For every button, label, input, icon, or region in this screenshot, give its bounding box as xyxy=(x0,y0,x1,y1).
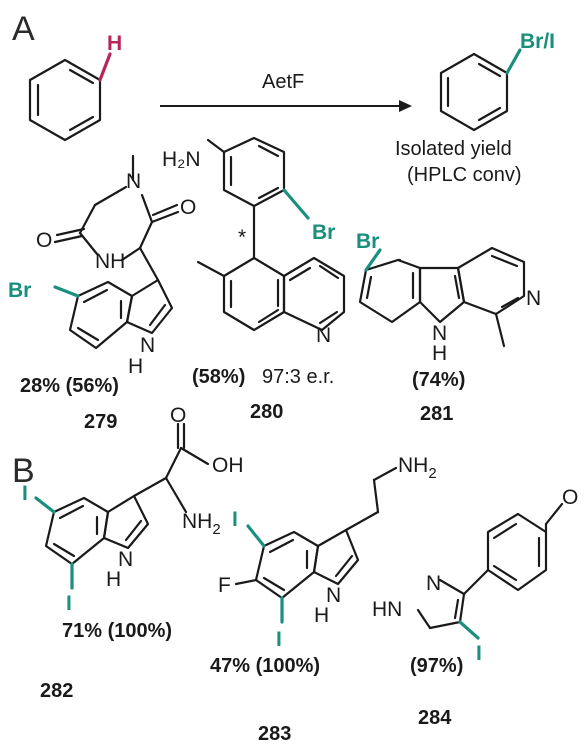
compound-281-structure xyxy=(358,246,526,348)
c283-id: 283 xyxy=(258,723,291,745)
reactant-hydrogen: H xyxy=(107,32,122,55)
c279-yield: 28% (56%) xyxy=(20,375,119,397)
compound-282-structure xyxy=(34,422,210,590)
product-benzene xyxy=(439,48,522,132)
c280-stereo-mark: * xyxy=(238,226,246,249)
panel-label-b: B xyxy=(12,452,35,490)
c284-pyrazole-n: N xyxy=(426,572,441,595)
c283-amine: NH2 xyxy=(398,454,437,482)
yield-note-line2: (HPLC conv) xyxy=(407,164,521,186)
c279-n-methyl: N xyxy=(126,170,141,193)
c284-id: 284 xyxy=(418,707,452,729)
c279-oxygen-left: O xyxy=(36,229,52,252)
product-halogen: Br/I xyxy=(520,30,555,53)
c282-indole-n: N xyxy=(118,548,133,571)
c282-oxygen: O xyxy=(170,404,186,427)
c283-iodine-top: I xyxy=(232,508,238,531)
c279-indole-h: H xyxy=(128,355,143,378)
c281-yield: (74%) xyxy=(412,369,465,391)
c280-yield: (58%) xyxy=(192,366,245,388)
c280-bromine: Br xyxy=(312,221,335,244)
c284-methoxy-o: O xyxy=(562,486,578,509)
c281-ring-n: N xyxy=(526,287,541,310)
c283-yield: 47% (100%) xyxy=(210,655,320,677)
c280-er: 97:3 e.r. xyxy=(262,366,334,388)
c279-oxygen-right: O xyxy=(180,196,196,219)
c-h-bond xyxy=(98,52,112,82)
enzyme-label: AetF xyxy=(262,71,304,93)
c283-indole-h: H xyxy=(314,604,329,627)
c284-iodine: I xyxy=(476,642,482,665)
c282-yield: 71% (100%) xyxy=(62,620,172,642)
c282-hydroxyl: OH xyxy=(212,454,244,477)
c279-id: 279 xyxy=(84,411,117,433)
c280-amine: H₂N xyxy=(162,148,200,171)
c282-id: 282 xyxy=(40,680,73,702)
reactant-benzene xyxy=(28,52,112,142)
reaction-arrow xyxy=(160,100,412,112)
compound-280-structure xyxy=(196,136,346,332)
c282-amine: NH2 xyxy=(182,510,221,538)
c279-indole-n: N xyxy=(140,334,155,357)
c283-fluorine: F xyxy=(218,574,231,597)
compound-279-structure xyxy=(53,154,180,350)
c279-nh: NH xyxy=(95,250,125,273)
c281-bromine: Br xyxy=(356,230,379,253)
c280-ring-n: N xyxy=(316,324,331,347)
compound-284-structure xyxy=(416,502,564,640)
c284-yield: (97%) xyxy=(410,655,463,677)
c282-iodine-bottom: I xyxy=(66,592,72,615)
c282-iodine-top: I xyxy=(22,482,28,505)
c280-id: 280 xyxy=(250,401,283,423)
panel-label-a: A xyxy=(12,10,35,48)
c284-pyrazole-nh: HN xyxy=(372,598,402,621)
compound-283-structure xyxy=(234,466,398,624)
c283-iodine-bottom: I xyxy=(276,628,282,651)
c279-bromine: Br xyxy=(8,279,31,302)
yield-note-line1: Isolated yield xyxy=(395,138,512,160)
c281-indole-h: H xyxy=(432,342,447,365)
c281-indole-n: N xyxy=(432,322,447,345)
c282-indole-h: H xyxy=(106,568,121,591)
c283-indole-n: N xyxy=(326,584,341,607)
c281-id: 281 xyxy=(420,403,453,425)
